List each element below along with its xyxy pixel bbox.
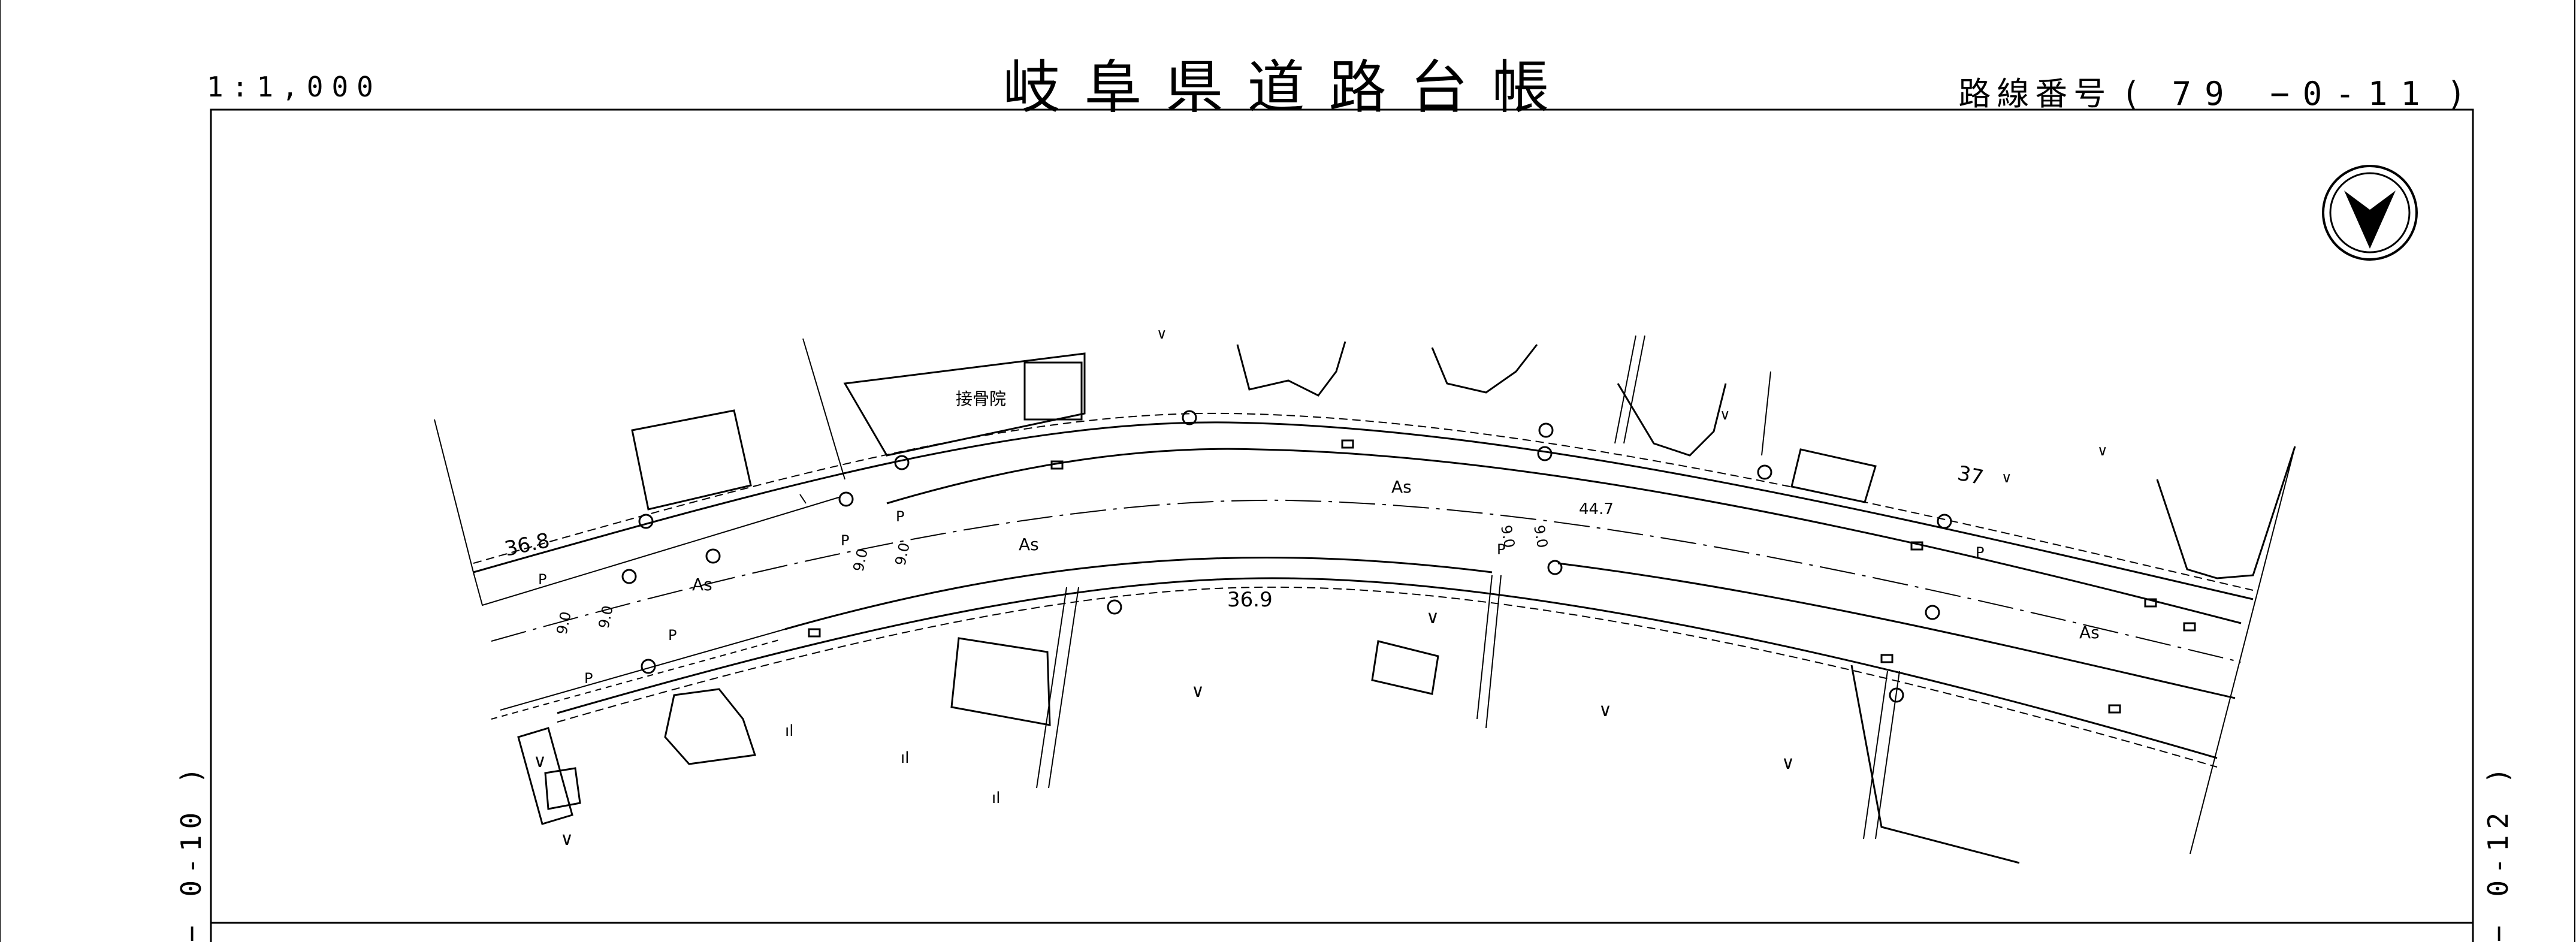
- map-frame: [210, 108, 2474, 942]
- parking-label: P: [1497, 541, 1505, 558]
- signboard-icon: [2183, 622, 2196, 632]
- utility-pole-icon: [1182, 410, 1197, 425]
- road-south-curb: [784, 557, 1493, 630]
- building-outline: [1431, 344, 1538, 394]
- building: [544, 767, 581, 810]
- road-width-label: 9.0: [892, 541, 913, 567]
- place-label-clinic: 接骨院: [956, 389, 1006, 409]
- utility-pole-icon: [1937, 514, 1952, 529]
- building: [631, 409, 752, 511]
- signboard-icon: [1050, 460, 1064, 470]
- grass-symbol: ıl: [901, 749, 909, 767]
- route-number-value: 79 −0-11: [2172, 75, 2433, 113]
- utility-symbols: [621, 410, 2196, 714]
- road-south-dashed-edge: [557, 586, 2218, 768]
- manhole-icon: [1925, 605, 1940, 620]
- utility-pole-icon: [894, 455, 910, 470]
- building-outline: [1850, 665, 2020, 864]
- elevation-label: 37: [1955, 461, 1986, 490]
- grass-symbol: ıl: [992, 789, 1000, 807]
- road-south-edge: [557, 577, 2218, 759]
- buildings: [517, 341, 2296, 864]
- road-width-label: 9.0: [553, 610, 574, 636]
- map-scale: 1:1,000: [207, 71, 382, 103]
- vegetation-symbol: ∨: [1599, 700, 1612, 721]
- vegetation-symbol: ∨: [1426, 607, 1439, 628]
- building: [517, 727, 573, 825]
- route-open-paren: (: [2125, 75, 2144, 113]
- manhole-icon: [705, 548, 721, 564]
- elevation-label: 44.7: [1579, 500, 1614, 518]
- building-outline: [1617, 383, 1727, 457]
- manhole-icon: [838, 491, 854, 507]
- boundary-lines: [434, 335, 2296, 855]
- building-outline: [1236, 341, 1346, 397]
- parking-label: P: [896, 508, 904, 525]
- vegetation-symbol: ∨: [2001, 469, 2012, 486]
- road-width-label: 9.0: [595, 604, 616, 630]
- parking-label: P: [538, 571, 546, 588]
- signboard-icon: [808, 628, 821, 638]
- surface-label: As: [1391, 477, 1412, 497]
- map-labels: 接骨院 36.8 36.9 37 44.7 As As As As 9.0 9.…: [503, 325, 2108, 850]
- utility-pole-icon: [1538, 422, 1554, 438]
- building: [950, 637, 1051, 726]
- parking-label: P: [584, 670, 593, 687]
- signboard-icon: [2144, 598, 2157, 608]
- manhole-icon: [1537, 446, 1553, 461]
- building-outline: [664, 688, 756, 765]
- parking-label: P: [1976, 544, 1984, 561]
- road-width-label: 9.0: [850, 547, 871, 573]
- building-outline: [2156, 446, 2296, 579]
- utility-pole-icon: [638, 514, 654, 529]
- road-north-curb: [886, 448, 2242, 624]
- surface-label: As: [2079, 623, 2100, 642]
- vegetation-symbol: ∨: [1720, 406, 1731, 423]
- road-north-edge: [473, 421, 2254, 600]
- surface-label: As: [1019, 535, 1039, 554]
- signboard-icon: [1880, 654, 1894, 663]
- vegetation-symbol: ∨: [1191, 681, 1204, 702]
- vegetation-symbol: ∨: [1781, 753, 1795, 774]
- manhole-icon: [1547, 560, 1563, 575]
- route-number: 路線番号 ( 79 −0-11 ): [1958, 67, 2468, 114]
- road-lines: [473, 412, 2254, 768]
- west-road-edge-1: [473, 497, 839, 606]
- utility-pole-icon: [1757, 464, 1772, 480]
- building: [1023, 361, 1083, 421]
- road-width-label: 9.0: [1530, 524, 1551, 549]
- road-south-curb-east: [1557, 562, 2236, 699]
- building: [843, 352, 1086, 457]
- vegetation-symbol: ∨: [2097, 442, 2108, 459]
- utility-pole-icon: [1107, 599, 1122, 615]
- vegetation-symbol: ∨: [560, 829, 573, 850]
- building: [1371, 640, 1439, 695]
- road-width-label: 9.0: [1497, 524, 1518, 549]
- route-label: 路線番号: [1958, 75, 2112, 113]
- road-centerline: [491, 499, 2242, 663]
- vegetation-symbol: ∨: [1156, 325, 1167, 342]
- elevation-label: 36.8: [503, 529, 552, 561]
- west-sidewalk-dashed: [491, 639, 780, 720]
- parking-label: P: [841, 532, 849, 549]
- signboard-icon: [2108, 704, 2121, 714]
- signboard-icon: [1910, 541, 1923, 551]
- signboard-icon: [1341, 439, 1354, 449]
- north-arrow-icon: [2322, 165, 2418, 261]
- parking-label: P: [668, 627, 677, 644]
- utility-pole-icon: [1889, 687, 1904, 703]
- surface-label: As: [692, 575, 712, 594]
- elevation-label: 36.9: [1227, 588, 1273, 612]
- vegetation-symbol: ∨: [533, 751, 546, 772]
- manhole-icon: [641, 659, 656, 674]
- grass-symbol: ıl: [785, 722, 793, 740]
- building: [1790, 448, 1877, 503]
- manhole-icon: [621, 569, 637, 584]
- route-close-paren: ): [2449, 75, 2468, 113]
